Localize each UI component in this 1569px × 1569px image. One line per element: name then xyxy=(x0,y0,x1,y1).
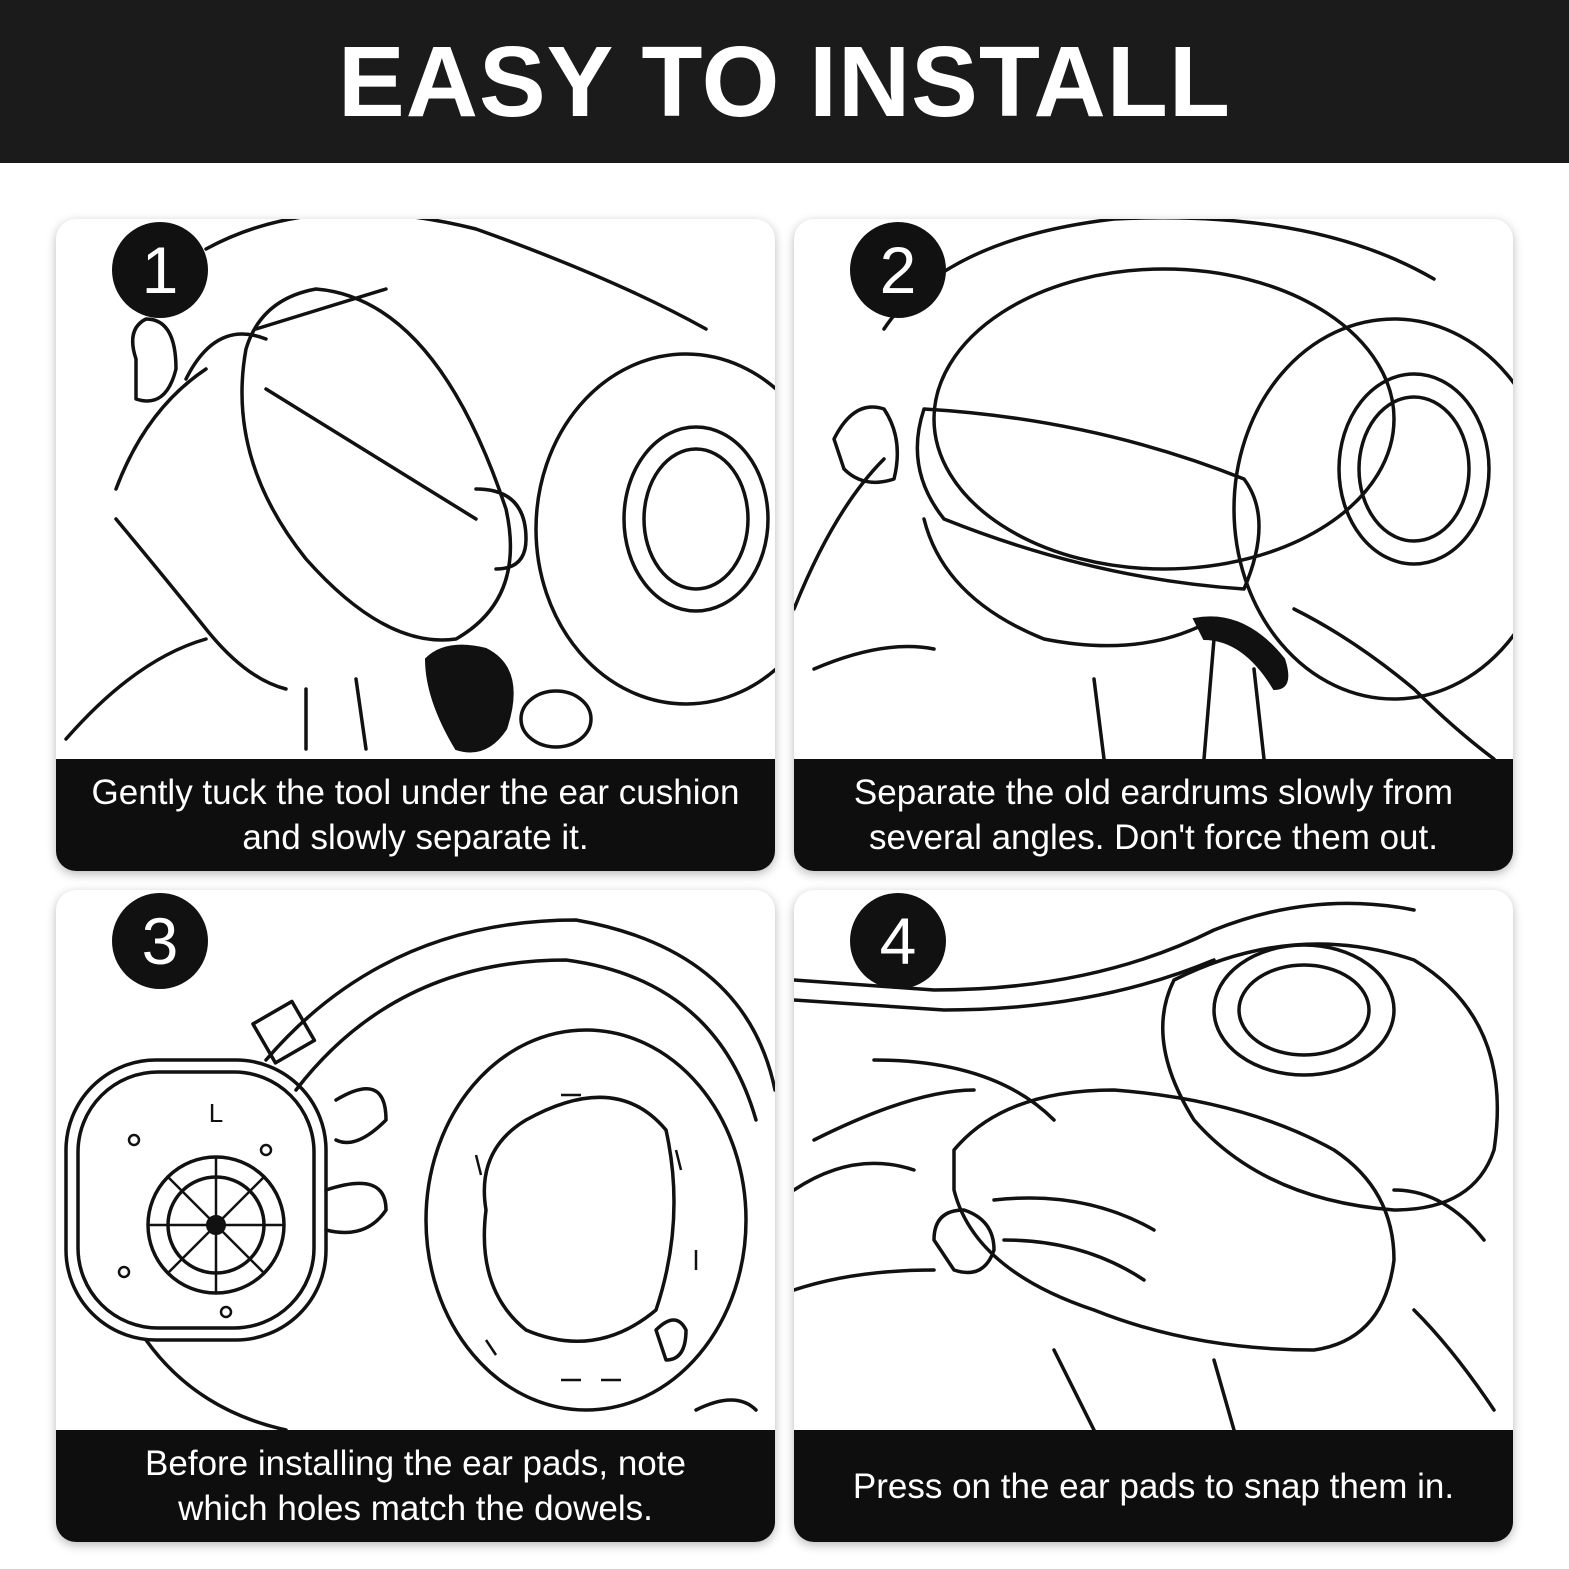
caption-line: which holes match the dowels. xyxy=(178,1489,653,1528)
step-card-3: L 3 Before installing the ear pads, note… xyxy=(56,890,775,1542)
step-number-badge: 2 xyxy=(850,222,946,318)
step-number-badge: 4 xyxy=(850,893,946,989)
step-caption: Before installing the ear pads, note whi… xyxy=(56,1430,775,1542)
step-3-illustration: L xyxy=(64,918,775,1430)
step-2-illustration xyxy=(794,219,1513,759)
caption-line: Gently tuck the tool under the ear cushi… xyxy=(91,773,740,812)
step-card-2: 2 Separate the old eardrums slowly from … xyxy=(794,219,1513,871)
step-1-illustration xyxy=(64,219,775,753)
step-caption: Separate the old eardrums slowly from se… xyxy=(794,759,1513,871)
title-banner: EASY TO INSTALL xyxy=(0,0,1569,163)
step-caption: Press on the ear pads to snap them in. xyxy=(794,1430,1513,1542)
step-card-1: 1 Gently tuck the tool under the ear cus… xyxy=(56,219,775,871)
caption-line: Press on the ear pads to snap them in. xyxy=(852,1466,1455,1506)
caption-line: Before installing the ear pads, note xyxy=(145,1444,686,1483)
caption-line: and slowly separate it. xyxy=(242,818,589,857)
step-number-badge: 1 xyxy=(112,222,208,318)
side-marker-label: L xyxy=(209,1098,223,1128)
caption-line: Separate the old eardrums slowly from xyxy=(853,773,1454,812)
step-caption: Gently tuck the tool under the ear cushi… xyxy=(56,759,775,871)
step-4-illustration xyxy=(794,901,1500,1430)
step-card-4: 4 Press on the ear pads to snap them in. xyxy=(794,890,1513,1542)
page-title: EASY TO INSTALL xyxy=(338,25,1231,138)
step-number-badge: 3 xyxy=(112,893,208,989)
caption-line: several angles. Don't force them out. xyxy=(869,818,1438,857)
